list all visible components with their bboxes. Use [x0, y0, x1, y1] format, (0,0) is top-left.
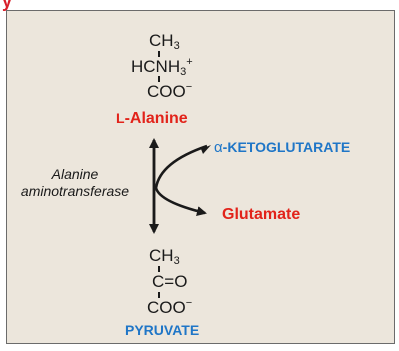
- alanine-label: L-Alanine: [116, 110, 188, 127]
- alanine-ch3: CH3: [149, 31, 180, 52]
- enzyme-label-line2: aminotransferase: [20, 183, 130, 199]
- enzyme-label: Alanine aminotransferase: [6, 166, 144, 200]
- pyruvate-label: PYRUVATE: [125, 322, 200, 338]
- ketoglutarate-label: α-KETOGLUTARATE: [214, 139, 351, 156]
- enzyme-label-line1: Alanine: [51, 166, 99, 182]
- pyruvate-co: C=O: [152, 272, 188, 291]
- alanine-coo: COO−: [147, 81, 193, 101]
- alanine-bond-2: [158, 76, 160, 82]
- panel-label: y: [2, 0, 13, 11]
- cosubstrate-arrowhead: [201, 145, 211, 154]
- pyruvate-coo: COO−: [147, 297, 193, 317]
- pyruvate-bond-2: [158, 292, 160, 298]
- pyruvate-bond-1: [158, 266, 160, 272]
- alanine-bond-1: [158, 51, 160, 57]
- glutamate-label: Glutamate: [222, 206, 301, 223]
- reaction-panel: [6, 10, 395, 344]
- cosubstrate-curve-arrow: [154, 144, 208, 216]
- alanine-hcnh3: HCNH3+: [131, 56, 193, 78]
- pyruvate-ch3: CH3: [149, 246, 180, 267]
